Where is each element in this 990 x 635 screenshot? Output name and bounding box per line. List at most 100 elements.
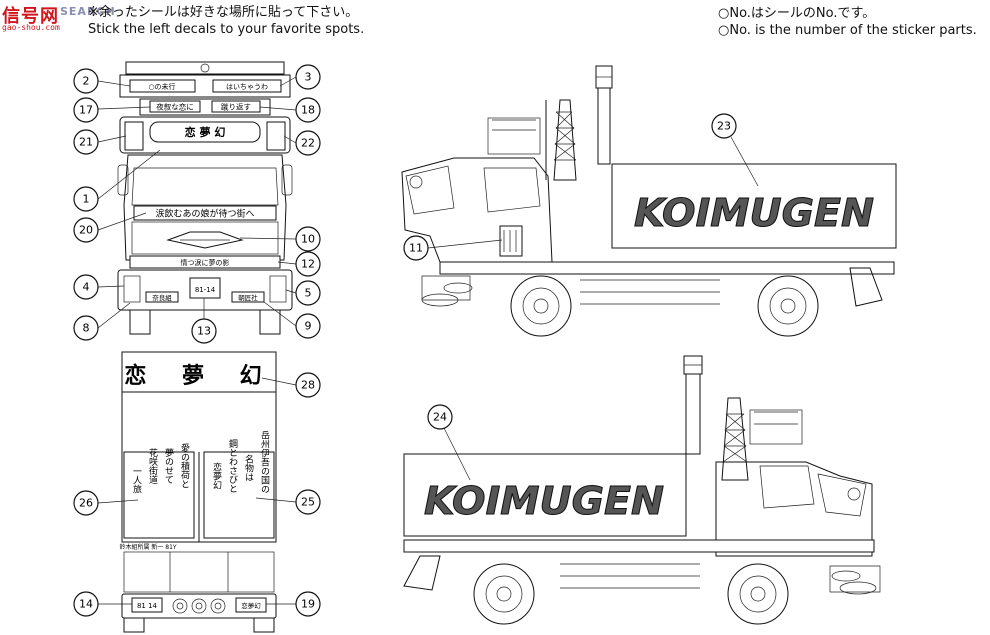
lower-koimugen-text: KOIMUGEN [424, 479, 664, 523]
plate-right-text: 朝匠社 [238, 293, 258, 302]
callout-9: 9 [295, 313, 321, 339]
rear-door-left [123, 451, 195, 539]
callout-17: 17 [73, 97, 99, 123]
door-left-line-4: 一人旅 [131, 467, 142, 495]
side-view-upper-truck: KOIMUGEN [401, 65, 897, 337]
watermark-brand: 信号网 [2, 6, 59, 27]
door-right-line-4: 恋夢幻 [211, 461, 222, 489]
callout-22: 22 [295, 130, 321, 156]
callout-1: 1 [73, 186, 99, 212]
watermark-search: SEARCH [60, 5, 116, 18]
lower-cargo-panel [403, 453, 687, 537]
side-view-lower-truck: KOIMUGEN [403, 355, 881, 625]
svg-text:2: 2 [83, 75, 90, 88]
callout-18: 18 [295, 97, 321, 123]
callout-24: 24 [427, 404, 453, 430]
svg-text:23: 23 [717, 120, 731, 133]
callout-11: 11 [403, 235, 429, 261]
svg-text:22: 22 [301, 137, 315, 150]
door-right-line-1: 岳州伊吾の国の [259, 429, 270, 493]
svg-text:11: 11 [409, 242, 423, 255]
callout-20: 20 [73, 217, 99, 243]
front-license [189, 277, 221, 299]
door-right-line-2: 名物は [243, 453, 254, 481]
side-panel-11 [499, 225, 523, 257]
door-left-line-1: 愛の積荷と [179, 442, 190, 488]
en-instruction: Stick the left decals to your favorite s… [88, 22, 365, 37]
windshield-banner-text: 涙飲むあの娘が待つ街へ [155, 208, 254, 220]
svg-text:20: 20 [79, 224, 93, 237]
callout-14: 14 [73, 591, 99, 617]
headboard-plate [149, 121, 261, 143]
door-right-line-3: 鋼とわさびと [227, 438, 238, 493]
svg-text:8: 8 [83, 322, 90, 335]
plate-18 [211, 100, 261, 113]
rear-door-right [203, 451, 275, 539]
rear-footer-text: 鈴木組所属 新一 81Y [119, 543, 176, 551]
callout-13: 13 [191, 318, 217, 344]
headboard-text: 恋 夢 幻 [185, 125, 226, 139]
watermark-domain: gao-shou.com [2, 23, 60, 32]
watermark-logo: 信号网 gao-shou.com SEARCH [2, 2, 115, 36]
svg-text:21: 21 [79, 136, 93, 149]
svg-text:25: 25 [301, 496, 315, 509]
upper-koimugen-text: KOIMUGEN [634, 191, 874, 235]
rear-view-truck: 恋 夢 幻 愛の積荷と 夢のせて 花咲街道 一人旅 岳州伊吾の国の 名物は 鋼と… [119, 351, 277, 633]
svg-text:13: 13 [197, 325, 211, 338]
upper-cargo-panel [611, 163, 897, 249]
front-sign-left-text: ○の未行 [148, 82, 175, 91]
svg-text:17: 17 [79, 104, 93, 117]
front-license-text: 81-14 [195, 286, 216, 294]
jp-note: ○No.はシールのNo.です。 [718, 6, 876, 21]
callout-23: 23 [711, 113, 737, 139]
callout-25: 25 [295, 489, 321, 515]
callout-3: 3 [295, 64, 321, 90]
svg-text:12: 12 [301, 258, 315, 271]
svg-text:19: 19 [301, 598, 315, 611]
door-left-line-2: 夢のせて [163, 447, 174, 484]
en-note: ○No. is the number of the sticker parts. [718, 23, 977, 38]
light-21 [124, 121, 144, 151]
rear-plate-right-text: 恋夢幻 [241, 601, 261, 610]
callout-28: 28 [295, 372, 321, 398]
leader-lines [97, 76, 759, 605]
rear-plate-right [235, 597, 267, 613]
windshield-banner [133, 205, 277, 221]
plate-17-text: 夜叙な恋に [156, 102, 194, 112]
front-sign-right-text: はいちゃうわ [226, 83, 268, 91]
svg-text:5: 5 [305, 287, 312, 300]
svg-text:26: 26 [79, 497, 93, 510]
callout-5: 5 [295, 280, 321, 306]
plate-18-text: 蹴り返す [221, 102, 251, 112]
callout-19: 19 [295, 591, 321, 617]
door-left-line-3: 花咲街道 [147, 447, 158, 485]
plate-left-text: 奈良組 [152, 293, 172, 302]
svg-text:3: 3 [305, 71, 312, 84]
callout-8: 8 [73, 315, 99, 341]
front-sign-right [212, 79, 282, 93]
light-22 [266, 121, 286, 151]
svg-text:4: 4 [83, 281, 90, 294]
svg-text:28: 28 [301, 379, 315, 392]
svg-text:24: 24 [433, 411, 447, 424]
svg-text:14: 14 [79, 598, 93, 611]
svg-text:10: 10 [301, 233, 315, 246]
jp-instruction: ※余ったシールは好きな場所に貼って下さい。 [88, 5, 359, 20]
plate-17 [149, 100, 201, 113]
grille-strip-text: 情つ涙に夢の影 [181, 258, 230, 267]
rear-license-text: 81 14 [137, 602, 158, 610]
svg-text:9: 9 [305, 320, 312, 333]
callout-26: 26 [73, 490, 99, 516]
callout-10: 10 [295, 226, 321, 252]
callout-12: 12 [295, 251, 321, 277]
svg-text:18: 18 [301, 104, 315, 117]
plate-right [231, 291, 265, 303]
rear-top-banner: 恋 夢 幻 [124, 363, 275, 389]
plate-left [145, 291, 179, 303]
callout-2: 2 [73, 68, 99, 94]
rear-license [131, 597, 163, 613]
callout-4: 4 [73, 274, 99, 300]
svg-text:1: 1 [83, 193, 90, 206]
callout-21: 21 [73, 129, 99, 155]
